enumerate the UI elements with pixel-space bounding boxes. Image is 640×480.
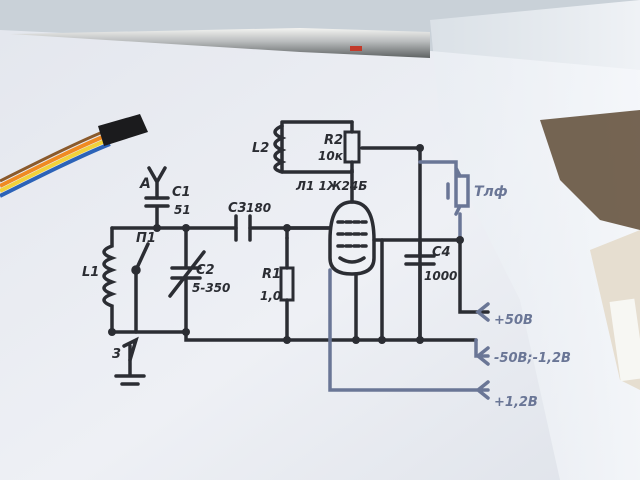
label-l1: L1 <box>82 265 99 280</box>
label-tube: Л1 1Ж24Б <box>295 179 367 193</box>
label-r1: R1 <box>262 267 281 282</box>
capacitor-c2 <box>168 226 206 334</box>
label-r1-value: 1,0 <box>260 289 281 303</box>
label-minus-voltages: -50В;-1,2В <box>494 351 571 366</box>
label-plus-50v: +50В <box>494 313 533 328</box>
switch-p1 <box>134 242 150 334</box>
label-c4: C4 <box>432 245 451 260</box>
label-headphones: Тлф <box>474 184 508 200</box>
label-ground: 3 <box>112 347 121 362</box>
schematic-labels: A C1 51 C3 180 П1 L1 C2 5-350 R1 1,0 3 L… <box>82 133 571 410</box>
capacitor-c4 <box>404 238 436 342</box>
capacitor-c3 <box>234 214 252 242</box>
label-c3: C3 <box>228 201 247 216</box>
antenna-symbol <box>147 166 167 200</box>
label-c1: C1 <box>172 185 191 200</box>
ribbon-cable <box>0 114 148 198</box>
label-r2: R2 <box>324 133 343 148</box>
label-c2-value: 5-350 <box>192 281 230 295</box>
label-c1-value: 51 <box>174 203 191 217</box>
coil-l2 <box>273 124 287 174</box>
label-c2: C2 <box>196 263 215 278</box>
label-plus-12v: +1,2В <box>494 395 538 410</box>
label-l2: L2 <box>252 141 269 156</box>
vacuum-tube <box>328 200 376 276</box>
label-r2-value: 10к <box>318 149 344 163</box>
label-c3-value: 180 <box>246 201 271 215</box>
coil-l1 <box>102 226 117 334</box>
label-c4-value: 1000 <box>424 269 457 283</box>
resistor-r1 <box>279 266 295 302</box>
plastic-bag <box>430 0 640 480</box>
metal-needle <box>10 28 430 58</box>
label-antenna: A <box>139 176 151 192</box>
schematic-diagram <box>102 120 490 400</box>
label-p1: П1 <box>136 231 156 246</box>
